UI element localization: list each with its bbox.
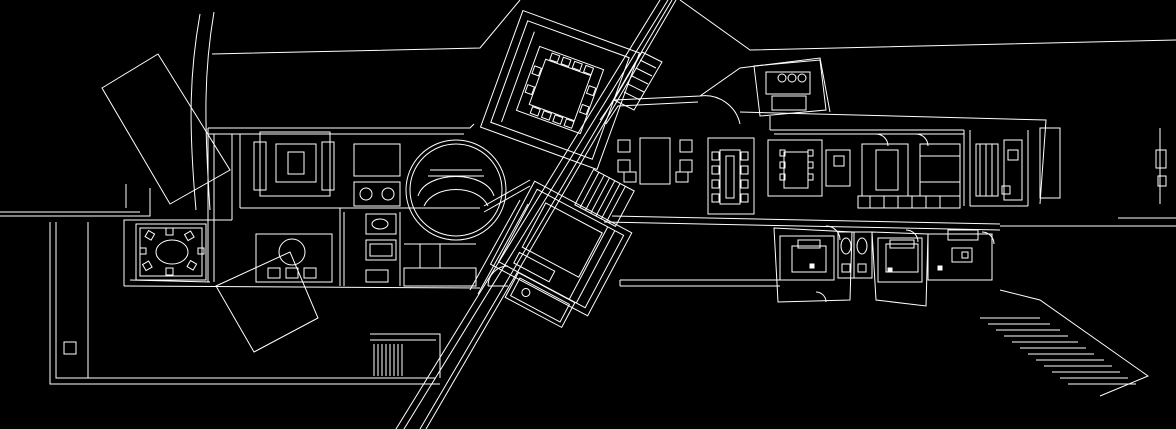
bedroom-1 xyxy=(774,228,852,302)
terrace-steps xyxy=(374,344,402,376)
top-pavilion xyxy=(481,11,640,170)
kitchen-dining xyxy=(768,134,960,196)
central-stair xyxy=(575,169,634,226)
conference-table xyxy=(708,138,754,214)
bedroom-2 xyxy=(872,232,928,306)
diagonal-bridge xyxy=(396,0,676,429)
landscape-tilted-planes xyxy=(102,54,1060,352)
round-feature xyxy=(406,140,506,240)
right-edge-element xyxy=(1156,128,1166,204)
kitchen-counter-row xyxy=(858,196,960,208)
top-seating-unit xyxy=(754,60,826,116)
bedroom-3 xyxy=(928,230,992,280)
exterior-stair xyxy=(980,290,1148,396)
central-door-arc xyxy=(488,266,508,286)
lower-terrace xyxy=(50,222,440,384)
bathroom-right xyxy=(838,232,872,278)
living-room-sofa-set xyxy=(254,132,334,196)
central-wing xyxy=(491,181,632,316)
left-wing-walls xyxy=(124,124,530,288)
living-room-sideboard xyxy=(354,144,400,206)
dining-table-right xyxy=(618,138,692,184)
bedroom-doors xyxy=(816,226,994,302)
right-end-room xyxy=(976,140,1022,200)
upper-diagonal-stair xyxy=(614,52,662,110)
central-lower-room xyxy=(505,273,575,328)
dining-table-round xyxy=(136,224,206,280)
hall-storage xyxy=(404,244,476,286)
right-wing-walls xyxy=(600,58,1046,286)
media-room xyxy=(256,234,332,282)
bathroom-left xyxy=(366,214,396,282)
site-boundary-lines xyxy=(0,0,1176,226)
